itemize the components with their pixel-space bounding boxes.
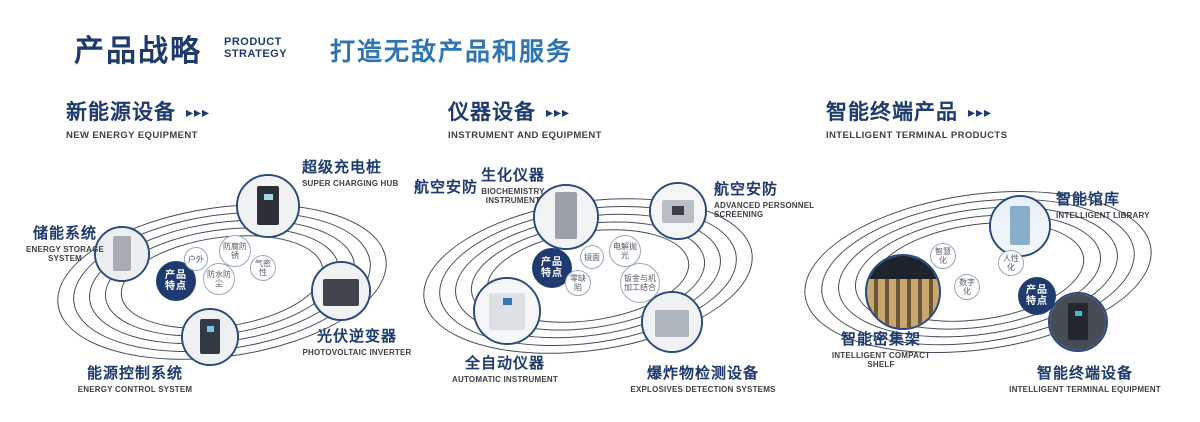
label-biochemistry-instrument: 生化仪器 BIOCHEMISTRY INSTRUMENT: [455, 164, 571, 205]
product-name-cn: 智能馆库: [1056, 191, 1121, 208]
product-name-cn: 能源控制系统: [86, 365, 183, 382]
product-name-cn: 智能终端设备: [1036, 365, 1133, 382]
label-intelligent-library: 智能馆库 INTELLIGENT LIBRARY: [1056, 188, 1186, 220]
feature-bubble: 智慧化: [930, 243, 956, 269]
intelligent-compact-shelf-image: [865, 254, 941, 330]
super-charging-hub-image: [236, 174, 300, 238]
label-personnel-screening: 航空安防 ADVANCED PERSONNEL SCREENING: [714, 178, 824, 219]
label-automatic-instrument: 全自动仪器 AUTOMATIC INSTRUMENT: [430, 352, 580, 384]
automatic-instrument-image: [473, 277, 541, 345]
section-title-en: INSTRUMENT AND EQUIPMENT: [448, 130, 602, 141]
page-title: 产品战略: [74, 35, 202, 68]
page-title-en-line2: STRATEGY: [224, 48, 288, 60]
page-title-en: PRODUCT STRATEGY: [224, 36, 287, 60]
product-name-cn: 生化仪器: [480, 167, 545, 184]
page-subtitle: 打造无敌产品和服务: [330, 38, 574, 66]
product-name-cn: 全自动仪器: [464, 355, 545, 372]
super-charging-hub-photo: [238, 176, 298, 236]
photovoltaic-inverter-photo: [313, 263, 369, 319]
automatic-instrument-photo: [475, 279, 539, 343]
label-energy-storage: 储能系统 ENERGY STORAGE SYSTEM: [20, 222, 110, 263]
product-name-en: ADVANCED PERSONNEL SCREENING: [714, 201, 815, 219]
product-name-en: EXPLOSIVES DETECTION SYSTEMS: [630, 385, 776, 394]
intelligent-terminal-photo: [1050, 294, 1106, 350]
feature-bubble: 钣金与机加工结合: [620, 263, 660, 303]
label-aviation-security: 航空安防: [414, 179, 479, 196]
label-explosives-detection: 爆炸物检测设备 EXPLOSIVES DETECTION SYSTEMS: [608, 362, 798, 394]
product-name-cn: 超级充电桩: [302, 159, 383, 176]
energy-storage-photo: [96, 228, 148, 280]
product-name-en: SUPER CHARGING HUB: [302, 179, 399, 188]
product-name-en: ENERGY STORAGE SYSTEM: [25, 245, 105, 263]
product-name-en: BIOCHEMISTRY INSTRUMENT: [481, 187, 545, 205]
section-title-en: NEW ENERGY EQUIPMENT: [66, 130, 198, 141]
product-name-cn: 智能密集架: [840, 331, 921, 348]
energy-control-system-image: [181, 308, 239, 366]
product-name-en: AUTOMATIC INSTRUMENT: [452, 375, 558, 384]
biochemistry-instrument-image: [533, 184, 599, 250]
explosives-detection-photo: [643, 293, 701, 351]
feature-bubble: 防水防尘: [203, 263, 235, 295]
section-title-cn: 仪器设备: [448, 101, 536, 124]
feature-bubble: 镜面: [580, 245, 604, 269]
personnel-screening-photo: [651, 184, 705, 238]
chip-line2: 特点: [541, 268, 563, 279]
feature-bubble: 气密性: [250, 255, 276, 281]
personnel-screening-image: [649, 182, 707, 240]
section-title-en: INTELLIGENT TERMINAL PRODUCTS: [826, 130, 1008, 141]
product-name-en: INTELLIGENT LIBRARY: [1056, 211, 1150, 220]
chip-line1: 产品: [541, 257, 563, 268]
product-name-cn: 光伏逆变器: [316, 328, 397, 345]
label-photovoltaic-inverter: 光伏逆变器 PHOTOVOLTAIC INVERTER: [296, 325, 418, 357]
photovoltaic-inverter-image: [311, 261, 371, 321]
feature-bubble: 防腐防锈: [219, 235, 251, 267]
feature-bubble: 电解抛光: [609, 235, 641, 267]
chip-line1: 产品: [165, 270, 187, 281]
label-intelligent-compact-shelf: 智能密集架 INTELLIGENT COMPACT SHELF: [818, 328, 944, 369]
section-header-new-energy: 新能源设备 ▸▸▸ NEW ENERGY EQUIPMENT: [66, 96, 210, 141]
product-name-cn: 爆炸物检测设备: [646, 365, 759, 382]
product-features-chip: 产品 特点: [1018, 277, 1056, 315]
feature-bubble: 人性化: [998, 250, 1024, 276]
intelligent-terminal-image: [1048, 292, 1108, 352]
label-intelligent-terminal-equipment: 智能终端设备 INTELLIGENT TERMINAL EQUIPMENT: [1000, 362, 1170, 394]
product-name-en: ENERGY CONTROL SYSTEM: [77, 385, 193, 394]
feature-bubble: 数字化: [954, 274, 980, 300]
section-header-intelligent-terminal: 智能终端产品 ▸▸▸ INTELLIGENT TERMINAL PRODUCTS: [826, 96, 1007, 141]
chip-line1: 产品: [1026, 285, 1048, 296]
triple-arrow-icon: ▸▸▸: [968, 104, 993, 120]
intelligent-library-photo: [991, 197, 1049, 255]
label-super-charging-hub: 超级充电桩 SUPER CHARGING HUB: [302, 156, 422, 188]
feature-bubble: 户外: [184, 247, 208, 271]
product-name-en: PHOTOVOLTAIC INVERTER: [302, 348, 412, 357]
chip-line2: 特点: [1026, 296, 1048, 307]
product-name-en: INTELLIGENT TERMINAL EQUIPMENT: [1009, 385, 1161, 394]
energy-storage-image: [94, 226, 150, 282]
product-name-en: INTELLIGENT COMPACT SHELF: [831, 351, 931, 369]
triple-arrow-icon: ▸▸▸: [546, 104, 571, 120]
intelligent-library-image: [989, 195, 1051, 257]
intelligent-compact-shelf-photo: [867, 256, 939, 328]
biochemistry-instrument-photo: [535, 186, 597, 248]
section-header-instruments: 仪器设备 ▸▸▸ INSTRUMENT AND EQUIPMENT: [448, 96, 602, 141]
feature-bubble: 零缺陷: [565, 270, 591, 296]
section-title-cn: 新能源设备: [66, 101, 176, 124]
section-title-cn: 智能终端产品: [826, 101, 958, 124]
chip-line2: 特点: [165, 281, 187, 292]
triple-arrow-icon: ▸▸▸: [186, 104, 211, 120]
energy-control-system-photo: [183, 310, 237, 364]
explosives-detection-image: [641, 291, 703, 353]
label-energy-control-system: 能源控制系统 ENERGY CONTROL SYSTEM: [60, 362, 210, 394]
page-title-en-line1: PRODUCT: [224, 36, 282, 48]
product-name-cn: 航空安防: [714, 181, 779, 198]
product-name-cn: 储能系统: [32, 225, 97, 242]
